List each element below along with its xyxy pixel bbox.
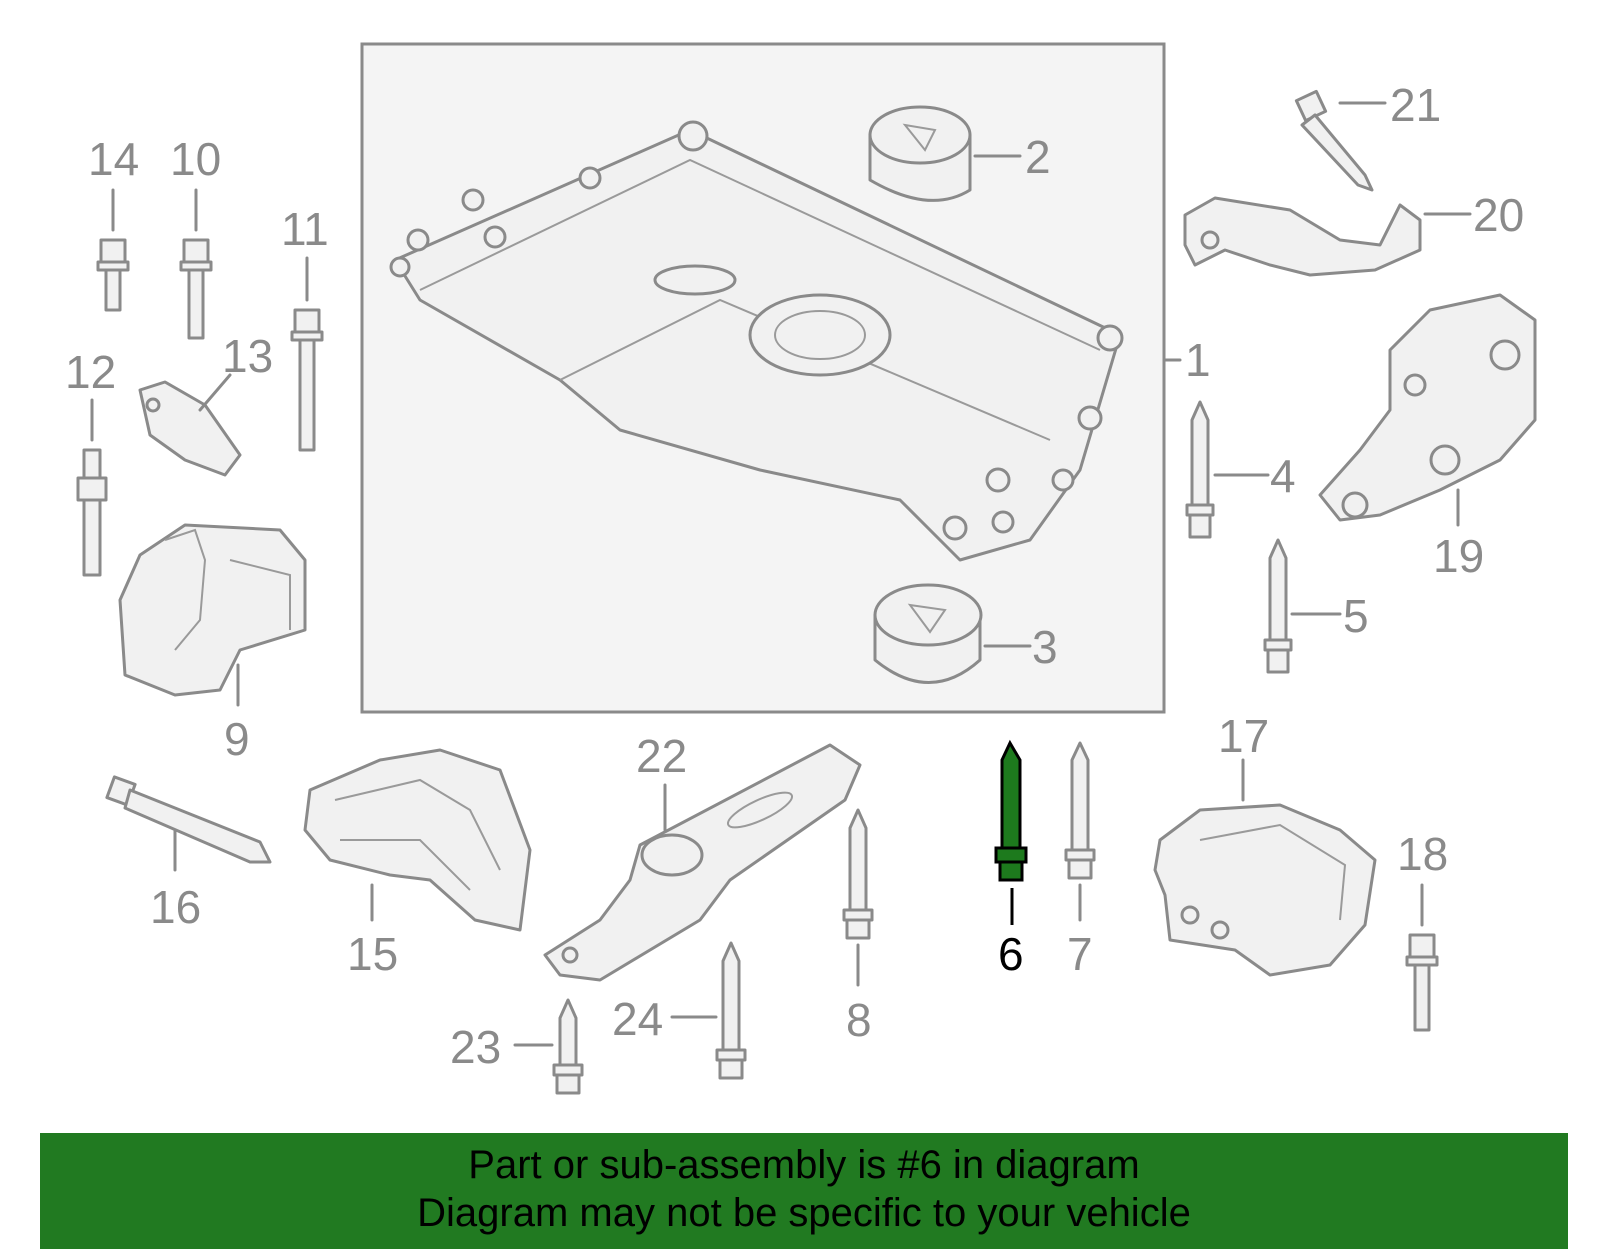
callout-5: 5	[1343, 590, 1369, 642]
part-23-bolt[interactable]	[552, 998, 584, 1095]
callout-3: 3	[1032, 621, 1058, 673]
callout-7: 7	[1067, 928, 1093, 980]
banner-line-1: Part or sub-assembly is #6 in diagram	[468, 1143, 1140, 1187]
part-2-bushing[interactable]	[868, 105, 972, 202]
callout-15: 15	[347, 928, 398, 980]
part-10-bolt[interactable]	[179, 238, 213, 340]
part-5-bolt[interactable]	[1263, 538, 1293, 674]
part-22-torque-arm[interactable]	[543, 743, 862, 982]
banner-line-2: Diagram may not be specific to your vehi…	[417, 1191, 1191, 1235]
callout-22: 22	[636, 730, 687, 782]
info-banner: Part or sub-assembly is #6 in diagram Di…	[40, 1133, 1568, 1249]
part-16-bolt[interactable]	[105, 775, 272, 864]
callout-11: 11	[281, 203, 329, 255]
callout-10: 10	[170, 133, 221, 185]
part-19-bracket[interactable]	[1318, 293, 1537, 522]
part-12-stud[interactable]	[76, 448, 108, 577]
part-6-bolt-highlighted[interactable]	[994, 739, 1028, 882]
part-14-bolt[interactable]	[96, 238, 130, 312]
part-17-mount[interactable]	[1153, 803, 1377, 977]
part-15-bracket[interactable]	[303, 748, 532, 932]
part-8-bolt[interactable]	[842, 808, 874, 940]
part-18-bolt[interactable]	[1405, 933, 1439, 1032]
callout-6: 6	[998, 928, 1024, 980]
callout-17: 17	[1218, 710, 1269, 762]
callout-21: 21	[1390, 79, 1441, 131]
part-3-bushing[interactable]	[873, 583, 983, 684]
callout-24: 24	[612, 993, 663, 1045]
callout-2: 2	[1025, 131, 1051, 183]
callout-16: 16	[150, 881, 201, 933]
callout-20: 20	[1473, 189, 1524, 241]
callout-18: 18	[1397, 828, 1448, 880]
part-7-bolt[interactable]	[1064, 741, 1096, 880]
part-9-mount[interactable]	[118, 523, 307, 697]
callout-1: 1	[1185, 334, 1211, 386]
part-1-subframe[interactable]	[389, 120, 1124, 562]
callout-19: 19	[1433, 530, 1484, 582]
callout-14: 14	[88, 133, 139, 185]
callout-8: 8	[846, 994, 872, 1046]
part-24-bolt[interactable]	[715, 941, 747, 1080]
callout-9: 9	[224, 713, 250, 765]
part-13-bracket[interactable]	[138, 380, 242, 477]
callout-12: 12	[65, 346, 116, 398]
part-20-bracket[interactable]	[1183, 196, 1422, 277]
part-4-bolt[interactable]	[1185, 400, 1215, 539]
part-21-bolt[interactable]	[1294, 89, 1374, 192]
callout-4: 4	[1270, 450, 1296, 502]
callout-13: 13	[222, 330, 273, 382]
part-11-bolt[interactable]	[290, 308, 324, 452]
callout-23: 23	[450, 1021, 501, 1073]
